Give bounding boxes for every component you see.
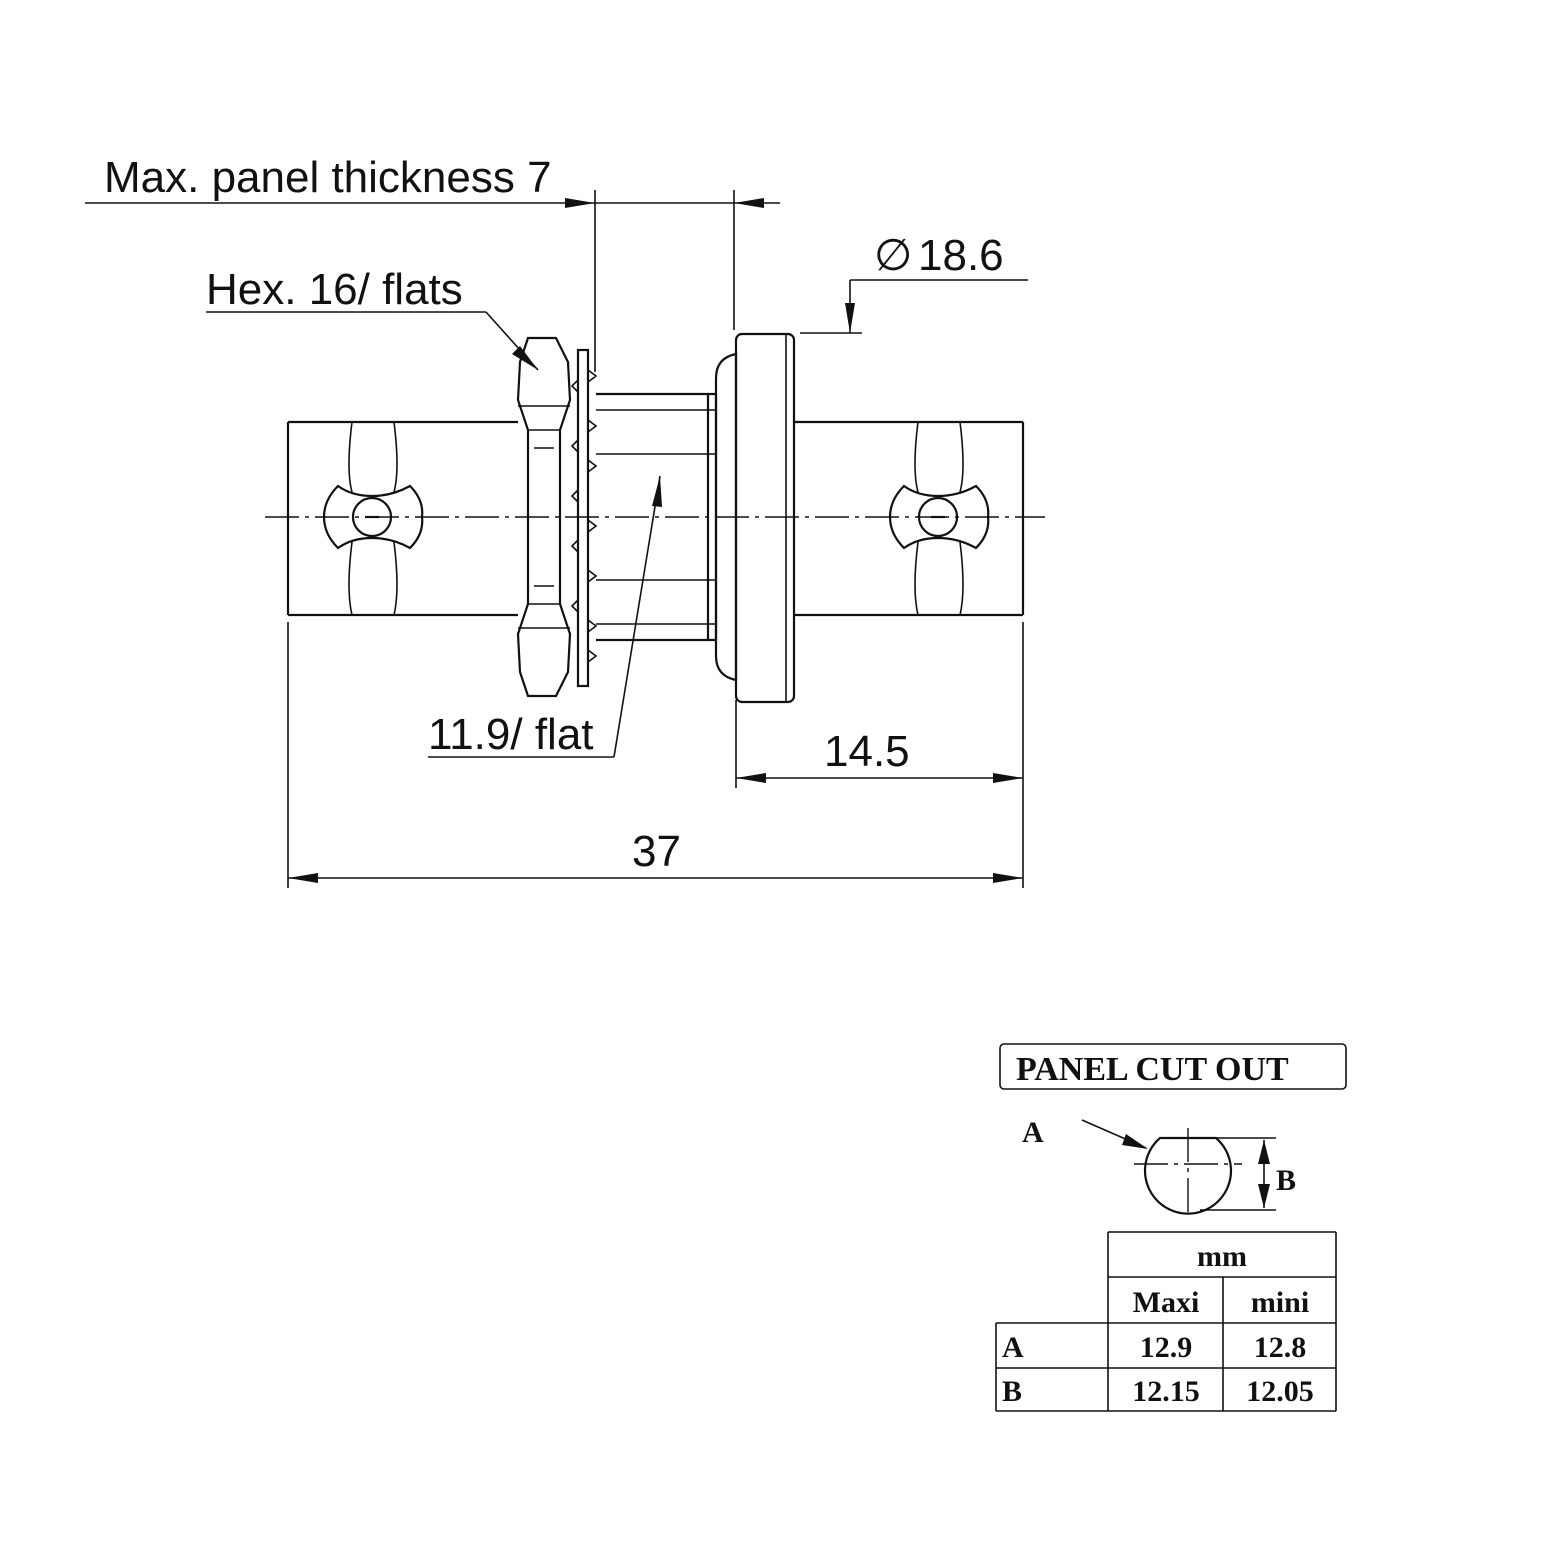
total-length-dimension: 37	[287, 622, 1023, 888]
right-bnc-body	[794, 420, 1025, 617]
table-row-label-b: B	[1002, 1375, 1022, 1408]
table-cell-a-mini: 12.8	[1254, 1331, 1307, 1364]
cutout-label-b: B	[1276, 1164, 1296, 1197]
cutout-label-a: A	[1022, 1116, 1044, 1149]
diameter-label: 18.6	[918, 231, 1004, 280]
rear-length-label: 14.5	[824, 727, 910, 776]
table-col-mini: mini	[1251, 1286, 1309, 1319]
total-length-label: 37	[632, 827, 681, 876]
flange	[714, 332, 796, 704]
hex-nut	[516, 336, 572, 698]
diameter-symbol: ∅	[874, 231, 912, 280]
cutout-shape: A B	[1022, 1116, 1296, 1215]
flat-dimension: 11.9/ flat	[428, 475, 662, 759]
table-cell-b-mini: 12.05	[1246, 1375, 1314, 1408]
table-cell-b-maxi: 12.15	[1132, 1375, 1200, 1408]
panel-thickness-dimension: Max. panel thickness 7	[85, 153, 780, 372]
hex-dimension: Hex. 16/ flats	[206, 265, 539, 371]
panel-cutout-title-box	[999, 1043, 1347, 1090]
table-col-maxi: Maxi	[1133, 1286, 1200, 1319]
flat-label: 11.9/ flat	[428, 710, 594, 759]
panel-cutout-title: PANEL CUT OUT	[1016, 1051, 1289, 1088]
hex-label: Hex. 16/ flats	[206, 265, 463, 314]
cutout-table: mm Maxi mini A 12.9 12.8 B 12.15 12.05	[995, 1231, 1337, 1412]
panel-cutout: PANEL CUT OUT A B mm	[995, 1043, 1347, 1412]
lock-washer	[570, 348, 598, 688]
panel-thickness-label: Max. panel thickness 7	[104, 153, 552, 202]
table-row-label-a: A	[1002, 1331, 1024, 1364]
connector-drawing: Max. panel thickness 7 Hex. 16/ flats ∅ …	[85, 153, 1045, 888]
table-cell-a-maxi: 12.9	[1140, 1331, 1193, 1364]
table-unit-header: mm	[1197, 1240, 1247, 1273]
rear-length-dimension: 14.5	[735, 622, 1024, 888]
diameter-dimension: ∅ 18.6	[800, 231, 1028, 334]
left-bnc-body	[286, 420, 518, 617]
